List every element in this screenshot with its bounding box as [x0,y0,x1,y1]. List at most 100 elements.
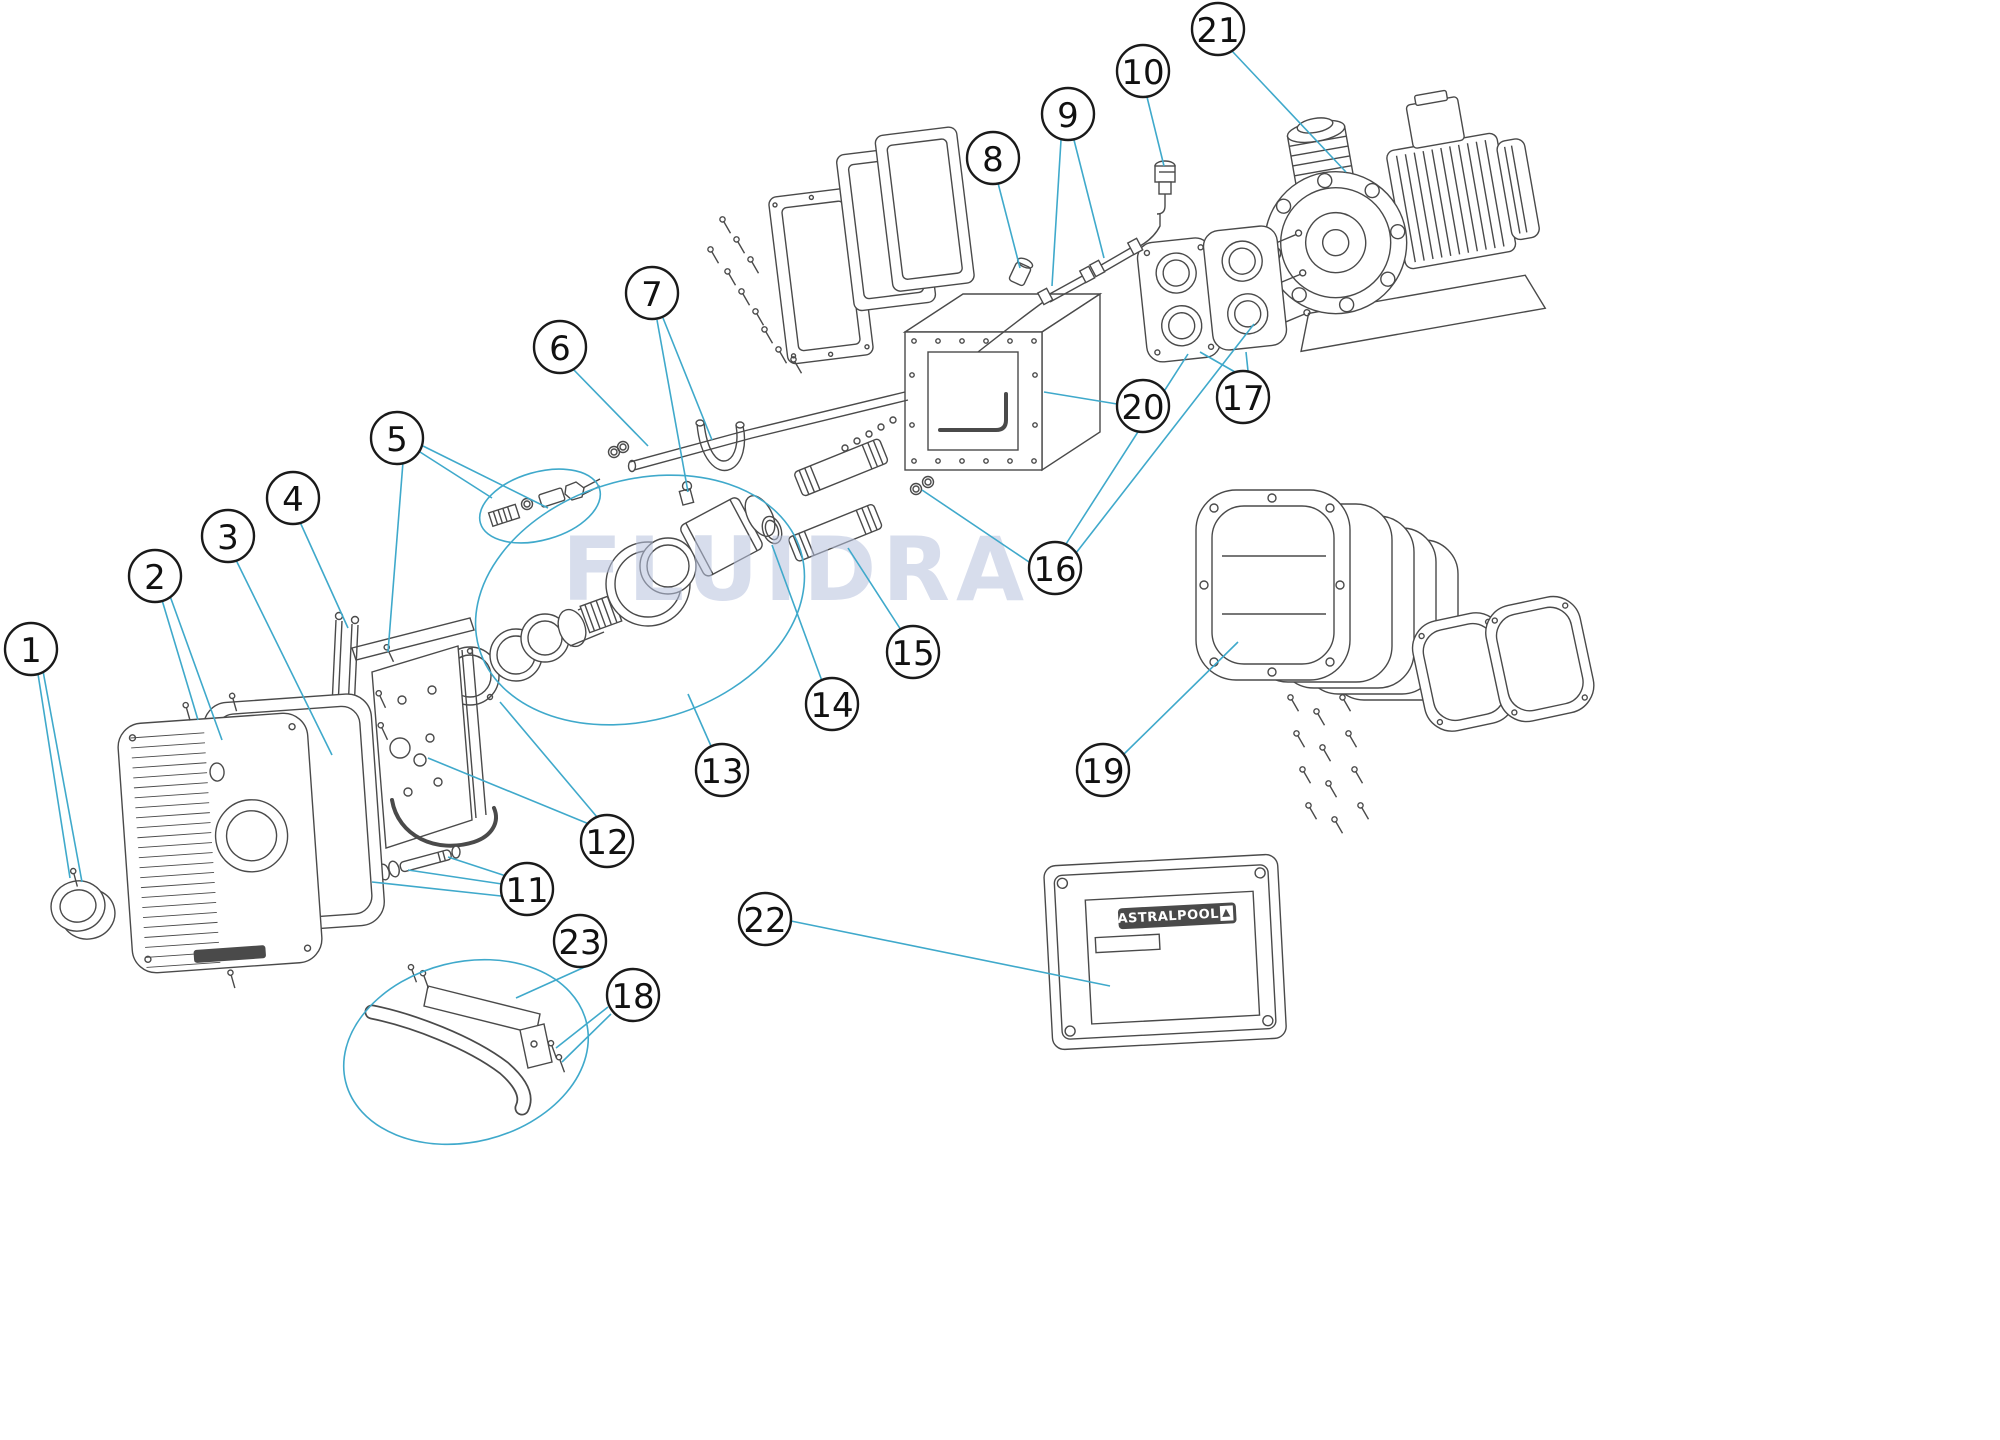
callout-circle-23 [552,913,608,969]
part-control-box: ASTRALPOOL [1043,853,1287,1051]
callout-circle-16 [1027,540,1083,596]
callout-1: 1 [3,621,59,677]
leader-line-18 [555,1006,609,1049]
callout-circle-10 [1115,43,1171,99]
callout-4: 4 [265,470,321,526]
callout-13: 13 [694,742,750,798]
part-trim-ring [50,867,116,940]
leader-line-5 [419,451,493,499]
callout-12: 12 [579,813,635,869]
part-union-fitting [1008,257,1034,287]
leader-line-5 [387,461,404,653]
callout-18: 18 [605,967,661,1023]
callout-number-9: 9 [1057,96,1079,136]
part-niche-box [902,292,1103,472]
leader-line-17 [1245,351,1249,372]
leader-line-11 [447,856,507,877]
callout-15: 15 [885,624,941,680]
callout-circle-8 [965,130,1021,186]
callout-circle-14 [804,676,860,732]
callout-circle-17 [1215,369,1271,425]
callout-number-16: 16 [1033,550,1076,590]
part-blower-pipe [607,391,909,473]
callout-circle-3 [200,508,256,564]
callout-circle-1 [3,621,59,677]
callout-number-7: 7 [641,275,663,315]
part-handle-assembly [364,963,568,1116]
part-return-pipes [788,416,935,562]
callout-circle-9 [1040,86,1096,142]
leader-line-6 [571,367,649,447]
callout-number-20: 20 [1121,388,1164,428]
callout-5: 5 [369,410,425,466]
callout-circle-13 [694,742,750,798]
callout-number-23: 23 [558,923,601,963]
callout-circle-11 [499,861,555,917]
part-bellows-screws [1286,693,1372,836]
callout-16: 16 [1027,540,1083,596]
callout-number-18: 18 [611,977,654,1017]
callout-circle-6 [532,319,588,375]
leader-line-10 [1146,96,1165,167]
leader-line-14 [771,544,823,682]
callout-number-3: 3 [217,518,239,558]
part-front-grille [117,691,323,990]
callout-circle-15 [885,624,941,680]
callout-circle-2 [127,548,183,604]
leader-line-9 [1051,139,1062,287]
leader-line-3 [235,559,333,756]
callout-number-21: 21 [1196,11,1239,51]
callout-11: 11 [499,861,555,917]
leader-line-2 [161,599,199,721]
callout-3: 3 [200,508,256,564]
leader-line-23 [515,965,588,999]
callout-circle-22 [737,891,793,947]
callout-circle-21 [1190,1,1246,57]
part-bellows-housing [1195,489,1459,701]
callout-circle-18 [605,967,661,1023]
leader-line-4 [299,521,349,629]
callout-number-10: 10 [1121,53,1164,93]
leader-line-16 [1075,323,1255,554]
callout-6: 6 [532,319,588,375]
callout-number-11: 11 [505,871,548,911]
callout-circle-12 [579,813,635,869]
leader-line-21 [1231,50,1347,173]
group-ellipse-13 [474,474,806,726]
group-ellipse-5 [478,468,602,544]
callout-number-1: 1 [20,631,42,671]
callout-21: 21 [1190,1,1246,57]
callout-number-12: 12 [585,823,628,863]
callout-number-17: 17 [1221,379,1264,419]
leader-line-16 [1065,353,1189,545]
part-hoses [977,214,1161,353]
callout-circle-19 [1075,742,1131,798]
callout-20: 20 [1115,378,1171,434]
leader-line-12 [499,701,598,818]
leader-line-9 [1073,139,1105,259]
callout-number-8: 8 [982,140,1004,180]
part-pump-motor [1263,89,1547,353]
callout-circle-7 [624,265,680,321]
leader-line-1 [37,673,71,879]
leader-line-19 [1123,641,1239,755]
part-bellows-gaskets [1411,595,1595,732]
group-ellipse-23 [342,958,590,1146]
callout-number-4: 4 [282,480,304,520]
leader-line-15 [847,547,902,631]
leader-line-8 [997,182,1021,269]
leader-line-1 [42,670,83,883]
callout-circle-4 [265,470,321,526]
callout-number-6: 6 [549,329,571,369]
leader-lines-layer [37,50,1347,1063]
leader-line-11 [407,869,503,885]
part-outlet-flanges [1136,225,1311,363]
callout-circle-20 [1115,378,1171,434]
leader-line-17 [1199,351,1236,373]
callout-8: 8 [965,130,1021,186]
callout-17: 17 [1215,369,1271,425]
callout-9: 9 [1040,86,1096,142]
callout-14: 14 [804,676,860,732]
